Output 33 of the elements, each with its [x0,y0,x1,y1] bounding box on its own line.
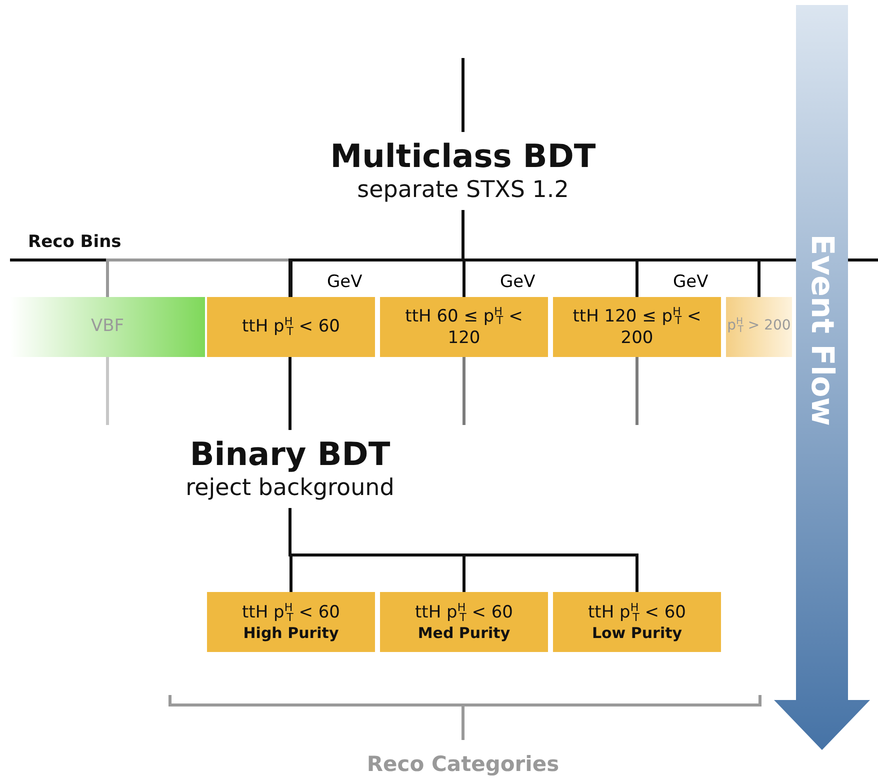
category-box [553,592,721,652]
connector-line [462,58,464,132]
axis-label: Event Flow [804,234,840,426]
box-label: ttH 120 ≤ p$^{H}$$_{T}$ < 200 [572,304,702,350]
category-box [380,297,548,357]
unit-label: GeV [500,272,536,292]
box-label: ttH p$^{H}$$_{T}$ < 60 [588,600,686,624]
purity-label: High Purity [243,624,339,644]
subheading-text: separate STXS 1.2 [357,176,569,205]
connector-line [462,357,466,425]
subheading-text: reject background [186,474,394,503]
box-label: ttH p$^{H}$$_{T}$ < 60 [242,600,340,624]
section-label: Reco Bins [28,232,122,252]
category-box [207,297,375,357]
box-label: VBF [90,316,124,338]
heading-text: Binary BDT [190,435,390,474]
connector-line [636,357,638,425]
category-box [726,297,792,357]
box-label: ttH p$^{H}$$_{T}$ < 60 [242,315,340,339]
box-label: ttH p$^{H}$$_{T}$ < 60 [415,600,513,624]
purity-label: Med Purity [418,624,510,644]
box-label: ttH 60 ≤ p$^{H}$$_{T}$ < 120 [404,304,524,350]
category-box [553,297,721,357]
category-box [380,592,548,652]
box-label: p$^{H}$$_{T}$ > 200 [727,317,791,337]
heading-text: Multiclass BDT [330,137,596,176]
unit-label: GeV [327,272,362,292]
purity-label: Low Purity [592,624,682,644]
connector-line [288,508,638,592]
connector-line [106,357,109,425]
section-label: Reco Categories [366,752,560,776]
unit-label: GeV [673,272,708,292]
category-box [207,592,375,652]
